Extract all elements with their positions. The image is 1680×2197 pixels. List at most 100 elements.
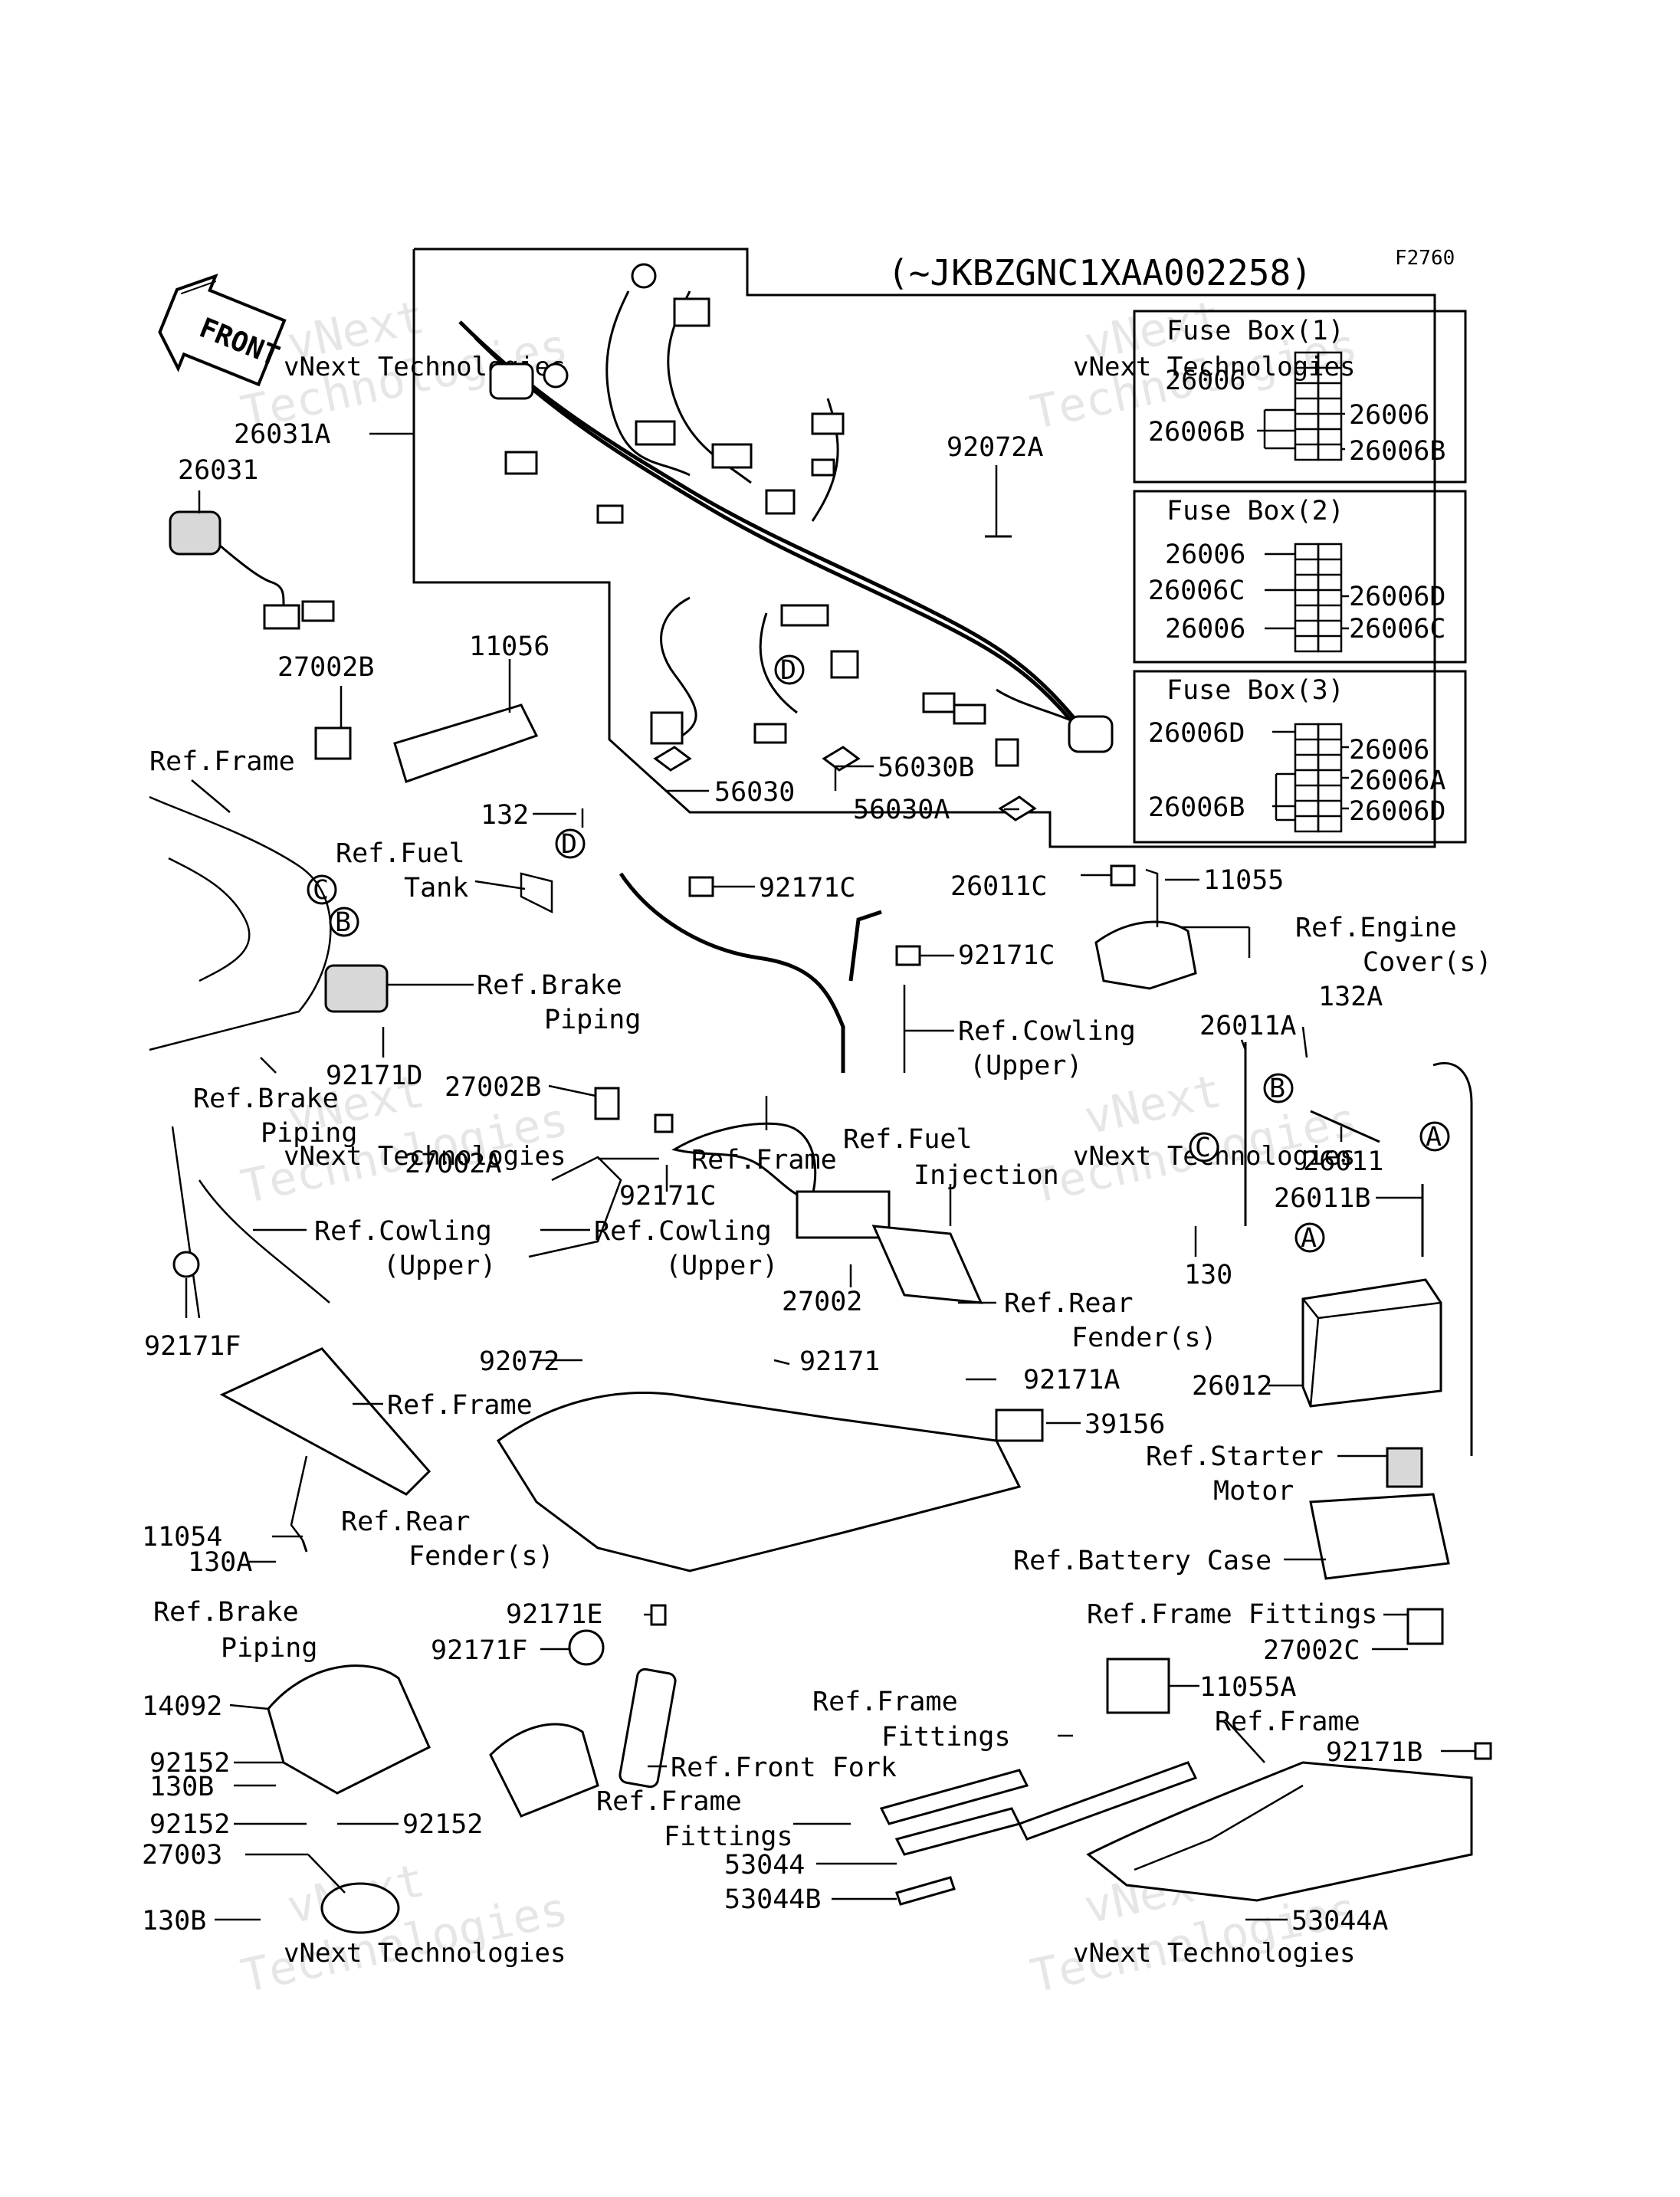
harness-connector [765, 489, 796, 515]
harness-connector [504, 451, 538, 475]
engine-cover-part [1094, 920, 1197, 990]
front-arrow-icon: FRONT [158, 274, 287, 387]
part-27002B [594, 1087, 620, 1120]
fuse-label: 26006C [1349, 614, 1445, 644]
ref-label: Ref.Cowling [958, 1016, 1136, 1047]
harness-connector [711, 443, 753, 469]
part-label: 92152 [149, 1748, 230, 1779]
fuse-label: 26006 [1165, 539, 1245, 570]
part-label: 56030B [878, 753, 974, 783]
ref-label: Piping [544, 1005, 641, 1035]
harness-connector [673, 297, 710, 327]
part-label: 14092 [142, 1691, 222, 1722]
callout-letter: A [1426, 1122, 1442, 1153]
part-label: 132 [481, 800, 529, 831]
callout-letter: D [780, 655, 796, 686]
harness-connector [811, 412, 845, 435]
part-label: 26031 [178, 455, 258, 486]
ref-label: Ref.Fuel [843, 1124, 973, 1155]
harness-connector [543, 362, 569, 389]
callout-circle [1419, 1121, 1450, 1152]
part-label: 92171C [619, 1181, 716, 1212]
part-label: 92171 [799, 1346, 880, 1377]
harness-connector [596, 504, 624, 524]
connector [301, 600, 335, 622]
ref-label: Ref.Frame [387, 1390, 533, 1421]
ref-label: Piping [261, 1118, 357, 1149]
part-label: 53044B [724, 1884, 821, 1915]
callouts: D D C B C B A A [307, 654, 1450, 1254]
harness-connector [995, 738, 1019, 767]
harness-connector [489, 362, 534, 400]
callout-letter: D [561, 829, 577, 860]
part-label: 27003 [142, 1840, 222, 1871]
part-label: 92171E [506, 1599, 602, 1630]
callout-circle [1294, 1222, 1325, 1253]
rail-53044 [879, 1769, 1029, 1825]
ref-label: Ref.Frame [149, 746, 295, 777]
harness-connector [830, 650, 859, 679]
harness-connector [753, 723, 787, 744]
callout-circle [774, 654, 805, 685]
fuse-label: 26006D [1349, 796, 1445, 827]
fuse-box-title: Fuse Box(1) [1166, 316, 1344, 346]
callout-letter: B [335, 907, 351, 938]
ref-label: Fender(s) [1071, 1323, 1217, 1353]
callout-circle [1189, 1132, 1219, 1162]
part-label: 11054 [142, 1522, 222, 1553]
part-label: 26011B [1274, 1183, 1370, 1214]
harness-tag [653, 746, 692, 772]
part-label: 56030 [714, 777, 795, 808]
harness-tag [822, 746, 861, 772]
part-label: 27002C [1263, 1635, 1360, 1666]
rear-fender [496, 1392, 1022, 1572]
part-label: 130 [1184, 1260, 1232, 1290]
part-27002C [1406, 1608, 1444, 1645]
part-label: 56030A [853, 795, 950, 825]
ref-label: Ref.Starter [1146, 1441, 1324, 1472]
callout-circle [1263, 1073, 1294, 1103]
part-92171E [650, 1604, 667, 1626]
ref-label: Injection [914, 1160, 1059, 1191]
fuse-label: 26006 [1349, 400, 1429, 431]
part-label: 92152 [402, 1809, 483, 1840]
rear-frame-bracket [219, 1347, 431, 1496]
fuse-label: 26006 [1165, 366, 1245, 396]
ref-label: (Upper) [665, 1251, 779, 1281]
ref-label: Fender(s) [409, 1541, 554, 1572]
rail-frame-fitting [1017, 1761, 1198, 1841]
callout-letter: B [1269, 1074, 1285, 1104]
fuse-box-title: Fuse Box(2) [1166, 496, 1344, 526]
ref-label: Fittings [881, 1722, 1011, 1753]
ref-label: Ref.Frame [1215, 1707, 1360, 1737]
part-label: 39156 [1084, 1409, 1165, 1440]
steering-stem [619, 1667, 677, 1789]
ref-label: (Upper) [383, 1251, 497, 1281]
ref-label: Ref.Frame [596, 1786, 742, 1817]
ref-label: Ref.Rear [341, 1507, 471, 1537]
part-27002 [796, 1190, 891, 1239]
part-27002B [314, 726, 352, 760]
part-label: 130B [149, 1772, 214, 1802]
watermark-small: vNext Technologies [284, 1141, 566, 1172]
part-label: 11055A [1199, 1672, 1296, 1703]
part-label: 26031A [234, 419, 330, 450]
range-code: (~JKBZGNC1XAA002258) [888, 252, 1312, 293]
harness-connector [780, 604, 829, 627]
grommet [172, 1251, 200, 1278]
part-label: 53044A [1291, 1906, 1388, 1936]
ref-label: Ref.Fuel [336, 838, 465, 869]
part-label: 92171C [759, 873, 855, 903]
ref-label: Ref.Cowling [594, 1216, 772, 1247]
part-label: 92072 [479, 1346, 559, 1377]
part-labels: 26031A 26031 92072A 27002B 11056 Ref.Fra… [142, 419, 1492, 1936]
harness-connector [922, 692, 956, 713]
main-harness [458, 263, 1114, 821]
watermark-small: vNext Technologies [284, 1938, 566, 1969]
fuse-label: 26006 [1349, 735, 1429, 766]
part-label: 130A [188, 1547, 252, 1578]
harness-connector [953, 703, 986, 725]
part-label: 132A [1318, 982, 1383, 1012]
connector [263, 604, 300, 630]
